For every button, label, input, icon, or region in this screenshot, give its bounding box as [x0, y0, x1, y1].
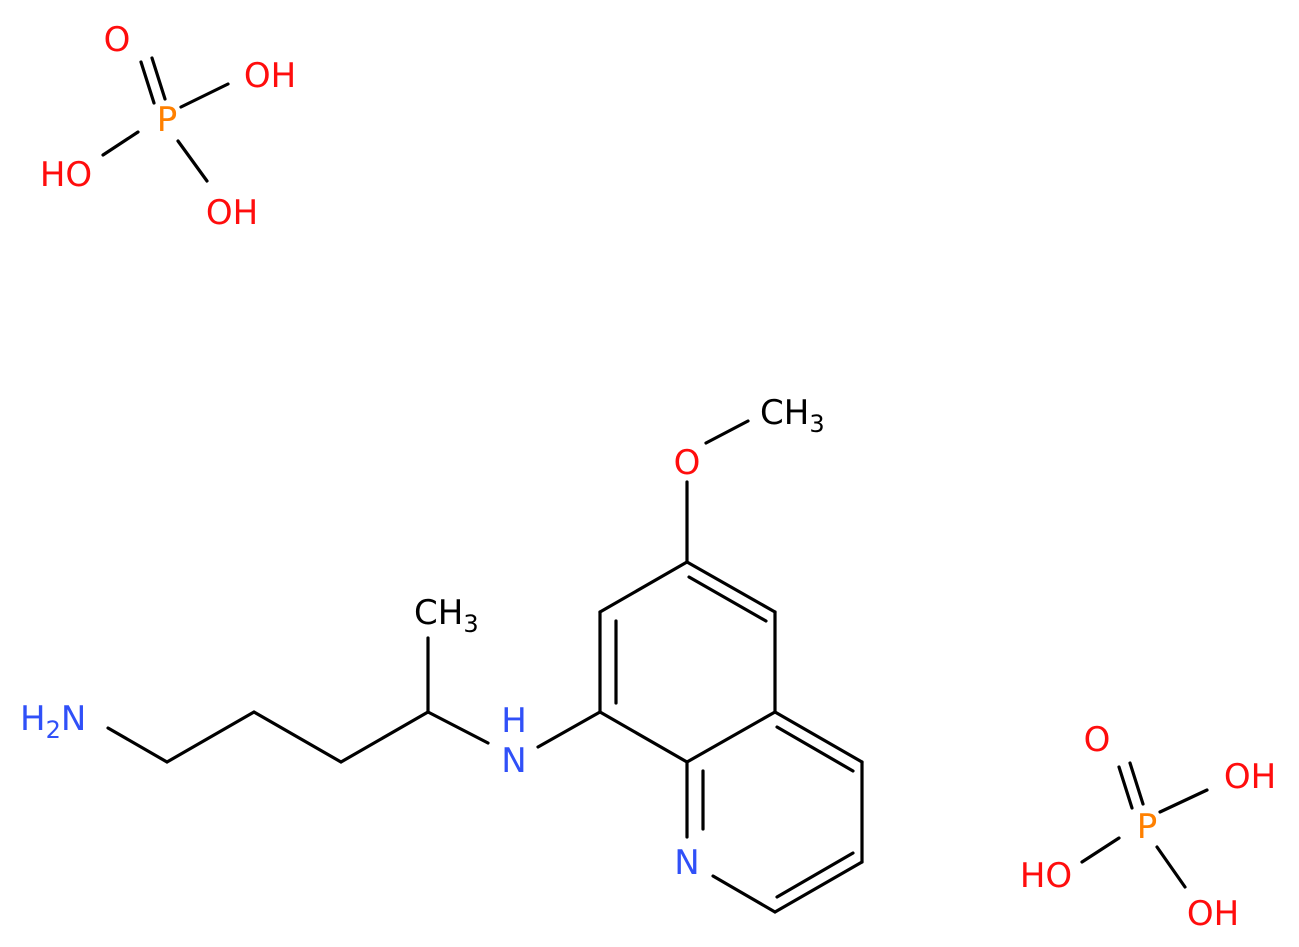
- amine-h-subscript: 2: [46, 716, 61, 744]
- p-oh-left-bond: [1080, 836, 1121, 864]
- amine-h-text: H: [20, 699, 46, 739]
- quinoline-nitrogen-label: N: [674, 843, 699, 883]
- ring-bond-c4a-c4-inner: [775, 725, 855, 773]
- ring-bond-c3-c2-inner: [775, 851, 855, 899]
- methoxy-ch3-bond: [704, 419, 750, 445]
- p-oh-right-bond: [179, 82, 230, 109]
- phosphoric-acid-1: P O OH HO OH: [40, 20, 296, 233]
- ring-bond-c6-c5: [685, 560, 777, 614]
- methoxy-ch-text: CH: [760, 393, 809, 433]
- ring-bond-c7-c6: [598, 560, 689, 614]
- ring-bond-c8a-c8: [598, 710, 689, 764]
- p-oh-left-bond: [101, 130, 140, 157]
- amine-n-text: N: [61, 699, 86, 739]
- p-oh-bottom-bond: [1155, 845, 1187, 889]
- chain-bond-4: [106, 726, 169, 764]
- methyl-ch-text: CH: [414, 593, 463, 633]
- hydroxyl-left-label: HO: [1020, 856, 1072, 896]
- nh-ch-bond: [426, 710, 490, 745]
- chain-bond-2: [252, 710, 343, 764]
- p-oh-right-bond: [1158, 788, 1209, 814]
- ring-bond-c6-c5-inner: [687, 575, 768, 623]
- primary-amine-label: H2N: [20, 699, 86, 744]
- oxygen-double-label: O: [104, 20, 131, 60]
- chain-bond-1: [339, 710, 430, 764]
- p-o-double-bond-b: [150, 56, 167, 101]
- ring-bond-c4a-c4: [773, 710, 864, 764]
- p-oh-bottom-bond: [176, 139, 209, 183]
- p-o-double-bond-a: [139, 60, 156, 105]
- methoxy-oxygen-label: O: [674, 443, 701, 483]
- ring-bond-c4a-c8a: [685, 710, 777, 764]
- phosphorus-atom-label: P: [1137, 807, 1158, 847]
- methoxy-subscript: 3: [809, 410, 824, 438]
- phosphorus-atom-label: P: [157, 100, 178, 140]
- p-o-double-bond-a: [1117, 765, 1134, 810]
- p-o-double-bond-b: [1128, 761, 1145, 806]
- chain-bond-3: [165, 710, 256, 764]
- hydroxyl-bottom-label: OH: [1187, 894, 1239, 934]
- oxygen-double-label: O: [1084, 720, 1111, 760]
- phosphoric-acid-2: P O OH HO OH: [1020, 720, 1276, 934]
- hydroxyl-bottom-label: OH: [206, 193, 258, 233]
- ring-nh-bond: [536, 710, 602, 749]
- methyl-subscript: 3: [463, 610, 478, 638]
- ring-bond-c3-c2: [773, 860, 864, 914]
- methoxy-methyl-label: CH3: [760, 393, 825, 438]
- methyl-label: CH3: [414, 593, 479, 638]
- hydroxyl-right-label: OH: [1224, 757, 1276, 797]
- ring-bond-c2-n1: [711, 874, 777, 914]
- secondary-amine-h-label: H: [501, 701, 527, 741]
- hydroxyl-left-label: HO: [40, 155, 92, 195]
- primaquine-molecule: O CH3 CH3 H N H2N N: [20, 393, 864, 914]
- secondary-amine-n-label: N: [501, 741, 526, 781]
- hydroxyl-right-label: OH: [244, 56, 296, 96]
